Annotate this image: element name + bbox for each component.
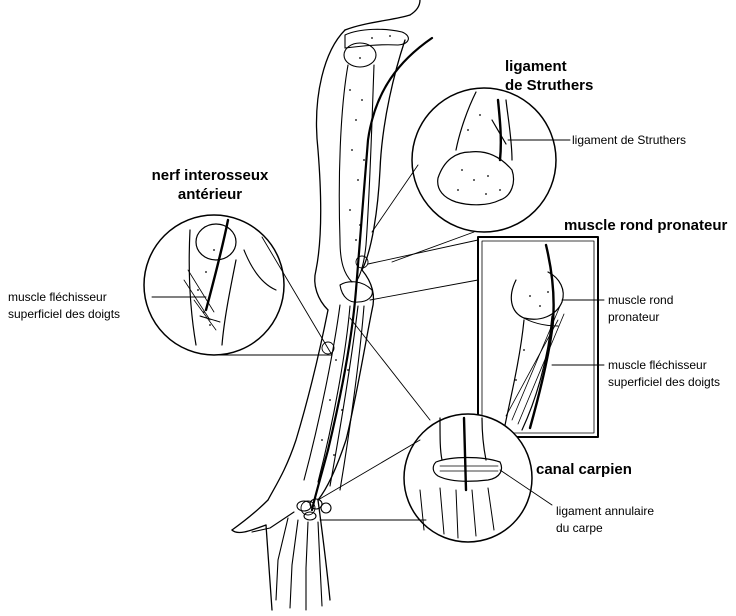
carpal-title: canal carpien: [536, 460, 632, 479]
carpal-ligament-line-1: ligament annulaire: [556, 503, 654, 520]
interosseous-title-line-1: nerf interosseux: [144, 166, 276, 185]
inset-struthers: [412, 88, 556, 232]
pronator-callout-label: muscle rond pronateur: [608, 292, 673, 326]
inset-carpal: [404, 414, 532, 542]
flexor-right-line-2: superficiel des doigts: [608, 374, 720, 391]
struthers-title-line-2: de Struthers: [505, 76, 593, 95]
flexor-left-line-1: muscle fléchisseur: [8, 289, 120, 306]
flexor-right-label: muscle fléchisseur superficiel des doigt…: [608, 357, 720, 391]
pronator-callout-line-2: pronateur: [608, 309, 673, 326]
struthers-title: ligament de Struthers: [505, 57, 593, 95]
flexor-left-label: muscle fléchisseur superficiel des doigt…: [8, 289, 120, 323]
interosseous-title-line-2: antérieur: [144, 185, 276, 204]
carpal-ligament-label: ligament annulaire du carpe: [556, 503, 654, 537]
interosseous-title: nerf interosseux antérieur: [144, 166, 276, 204]
carpal-ligament-line-2: du carpe: [556, 520, 654, 537]
struthers-callout-label: ligament de Struthers: [572, 132, 686, 149]
inset-pronator: [478, 237, 598, 437]
inset-interosseous: [144, 215, 284, 355]
pronator-callout-line-1: muscle rond: [608, 292, 673, 309]
flexor-right-line-1: muscle fléchisseur: [608, 357, 720, 374]
pronator-title: muscle rond pronateur: [564, 216, 727, 235]
flexor-left-line-2: superficiel des doigts: [8, 306, 120, 323]
struthers-title-line-1: ligament: [505, 57, 593, 76]
